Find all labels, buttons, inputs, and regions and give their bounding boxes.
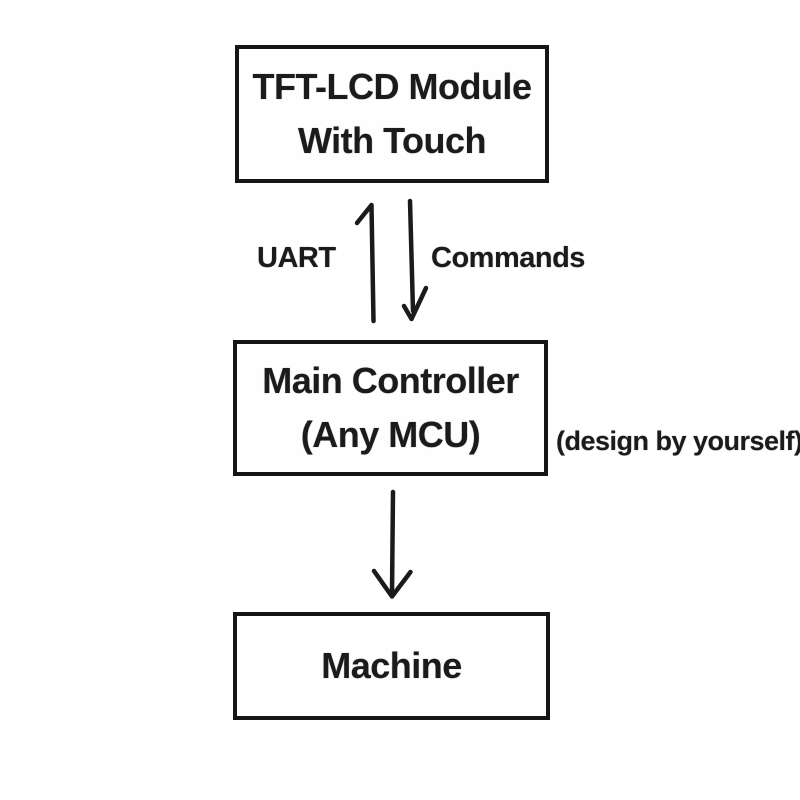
uart-edge-label: UART — [257, 242, 336, 274]
controller-to-machine-arrow-head — [371, 568, 413, 599]
controller-to-machine-arrow-line — [389, 489, 396, 597]
node-mcu-label-line1: Main Controller — [262, 360, 519, 401]
node-tft-lcd-module: TFT-LCD Module With Touch — [235, 45, 549, 183]
uart-up-arrow-head — [354, 202, 374, 226]
node-tft-label-line2: With Touch — [298, 120, 486, 161]
commands-down-arrow-head — [401, 285, 429, 322]
node-main-controller: Main Controller (Any MCU) — [233, 340, 548, 476]
design-by-yourself-annotation: (design by yourself) — [556, 426, 800, 456]
node-tft-label-line1: TFT-LCD Module — [252, 66, 532, 107]
commands-down-arrow-line — [407, 198, 416, 314]
uart-up-arrow-line — [369, 203, 376, 324]
node-machine: Machine — [233, 612, 550, 720]
node-machine-label: Machine — [321, 645, 462, 686]
commands-edge-label: Commands — [431, 242, 585, 274]
node-mcu-label-line2: (Any MCU) — [300, 414, 481, 455]
